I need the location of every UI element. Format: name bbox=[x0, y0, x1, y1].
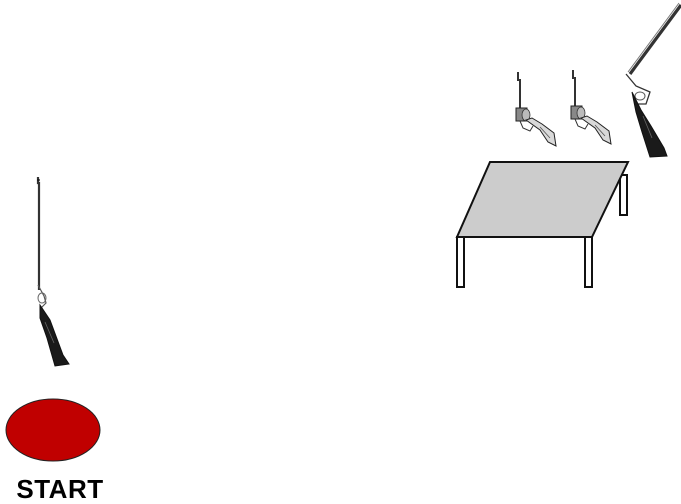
revolver-icon bbox=[515, 72, 557, 147]
table-icon bbox=[455, 161, 630, 288]
shotgun-icon bbox=[625, 2, 681, 158]
start-label: START bbox=[16, 474, 104, 504]
revolver-icon bbox=[570, 70, 612, 145]
start-button[interactable] bbox=[5, 398, 101, 462]
start-rifle-icon bbox=[36, 177, 70, 367]
